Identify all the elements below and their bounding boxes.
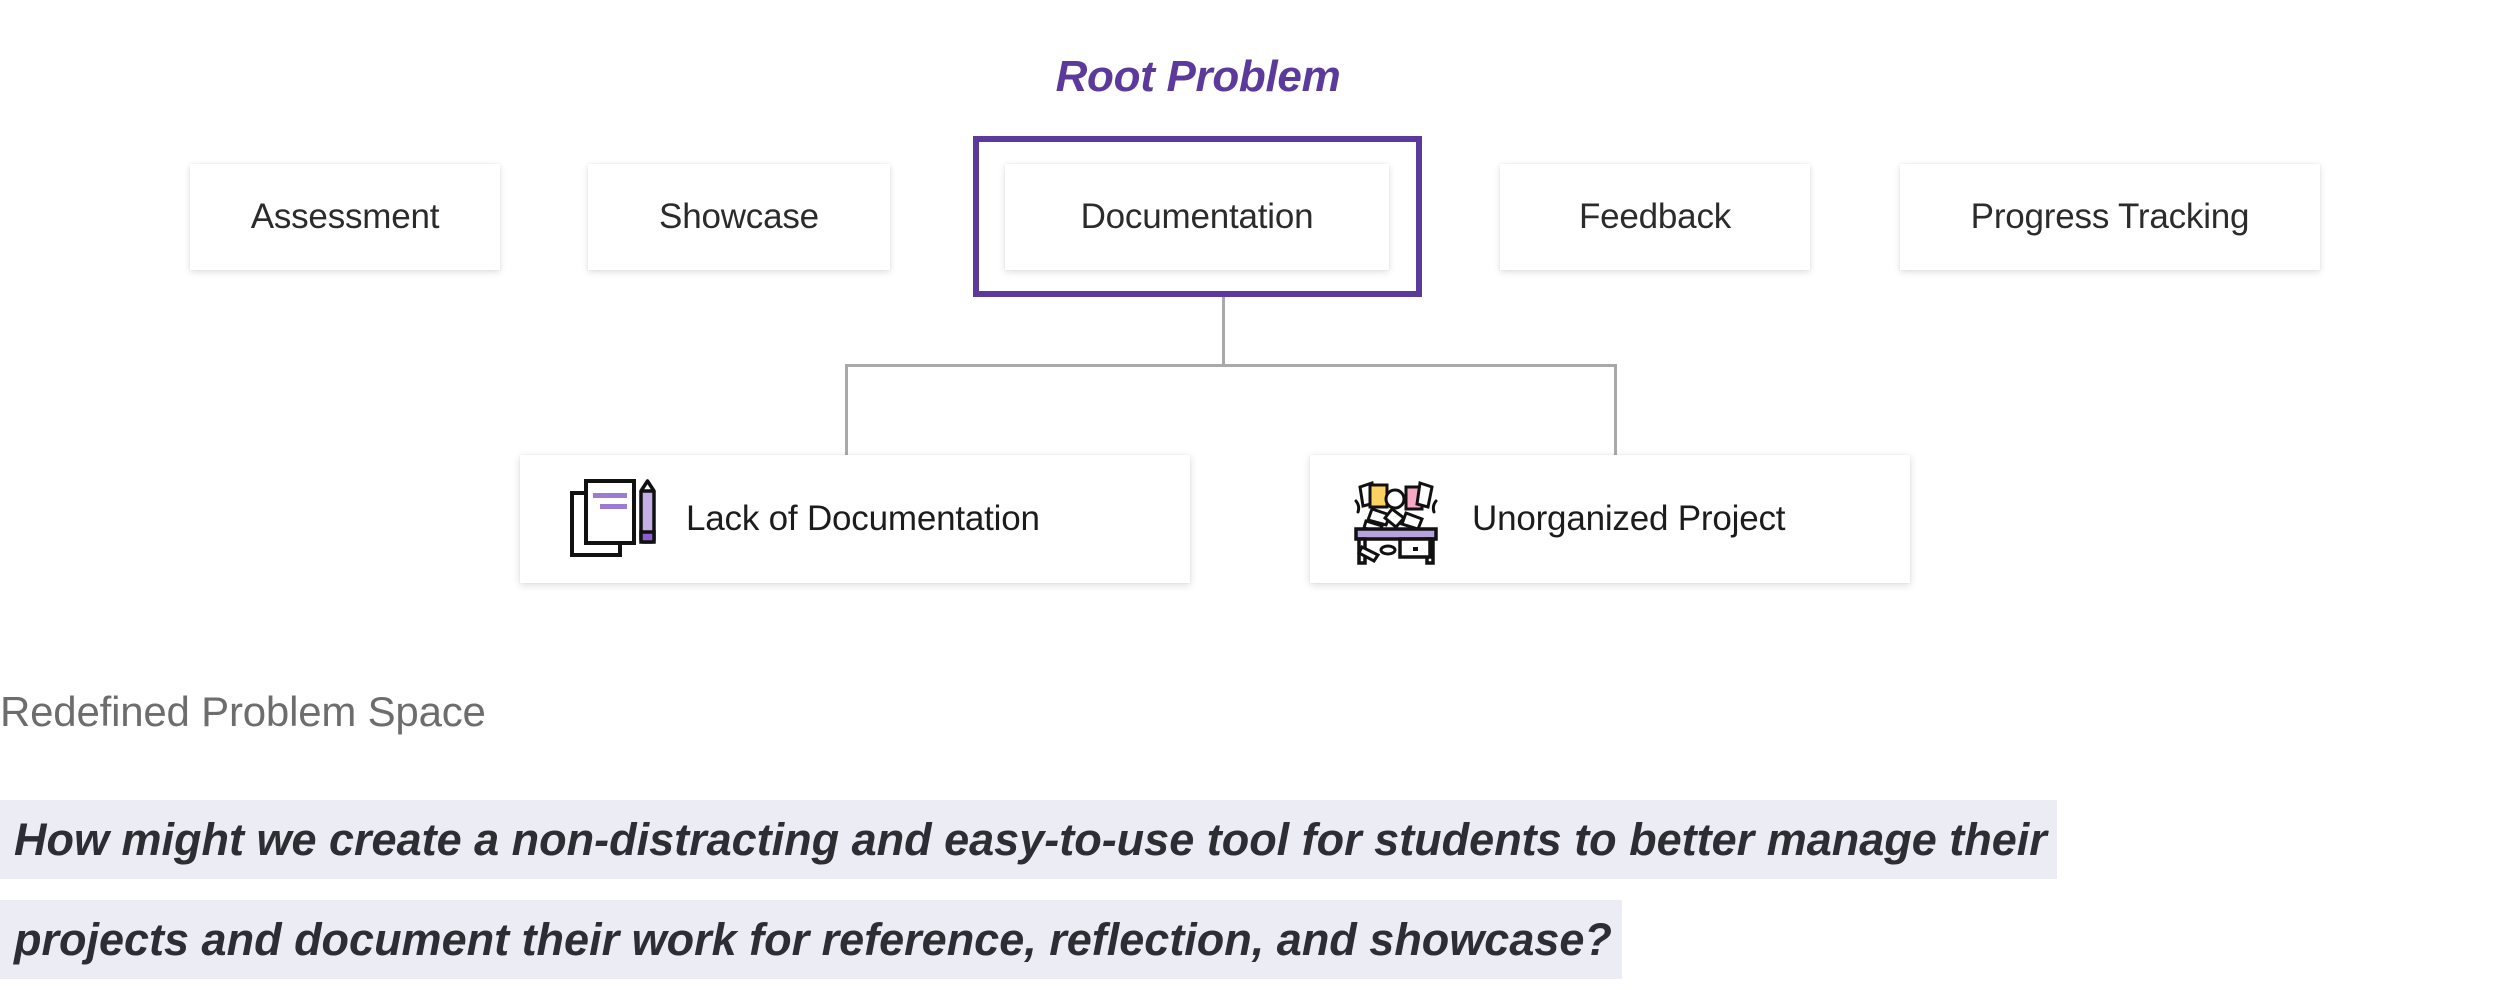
hmw-statement-line: projects and document their work for ref… — [0, 890, 2460, 990]
root-problem-title: Root Problem — [1055, 52, 1341, 101]
category-card-label: Documentation — [1080, 197, 1314, 236]
category-card-label: Showcase — [659, 197, 819, 236]
category-card-label: Progress Tracking — [1970, 197, 2250, 236]
issue-card-unorganized-project[interactable]: Unorganized Project — [1310, 455, 1910, 583]
category-card-progress-tracking[interactable]: Progress Tracking — [1900, 164, 2320, 270]
issue-card-lack-of-documentation[interactable]: Lack of Documentation — [520, 455, 1190, 583]
messy-desk-icon — [1348, 471, 1444, 567]
issue-card-label: Lack of Documentation — [686, 499, 1040, 538]
hmw-statement-line-text: projects and document their work for ref… — [0, 900, 1622, 979]
connector-trunk-vertical — [1222, 297, 1225, 365]
hmw-statement-line-text: How might we create a non-distracting an… — [0, 800, 2057, 879]
how-might-we-statement: How might we create a non-distracting an… — [0, 790, 2460, 990]
redefined-problem-space-heading: Redefined Problem Space — [0, 688, 486, 735]
category-card-assessment[interactable]: Assessment — [190, 164, 500, 270]
connector-branch-horizontal — [845, 364, 1617, 367]
category-card-label: Assessment — [250, 197, 440, 236]
documentation-highlight-frame — [973, 136, 1422, 297]
connector-branch-left-vertical — [845, 364, 848, 456]
documents-with-pencil-icon — [562, 471, 658, 567]
issue-card-label: Unorganized Project — [1472, 499, 1786, 538]
category-card-documentation[interactable]: Documentation — [1005, 164, 1389, 270]
hmw-statement-line: How might we create a non-distracting an… — [0, 790, 2460, 890]
connector-branch-right-vertical — [1614, 364, 1617, 456]
category-card-label: Feedback — [1578, 197, 1732, 236]
category-card-feedback[interactable]: Feedback — [1500, 164, 1810, 270]
category-card-showcase[interactable]: Showcase — [588, 164, 890, 270]
